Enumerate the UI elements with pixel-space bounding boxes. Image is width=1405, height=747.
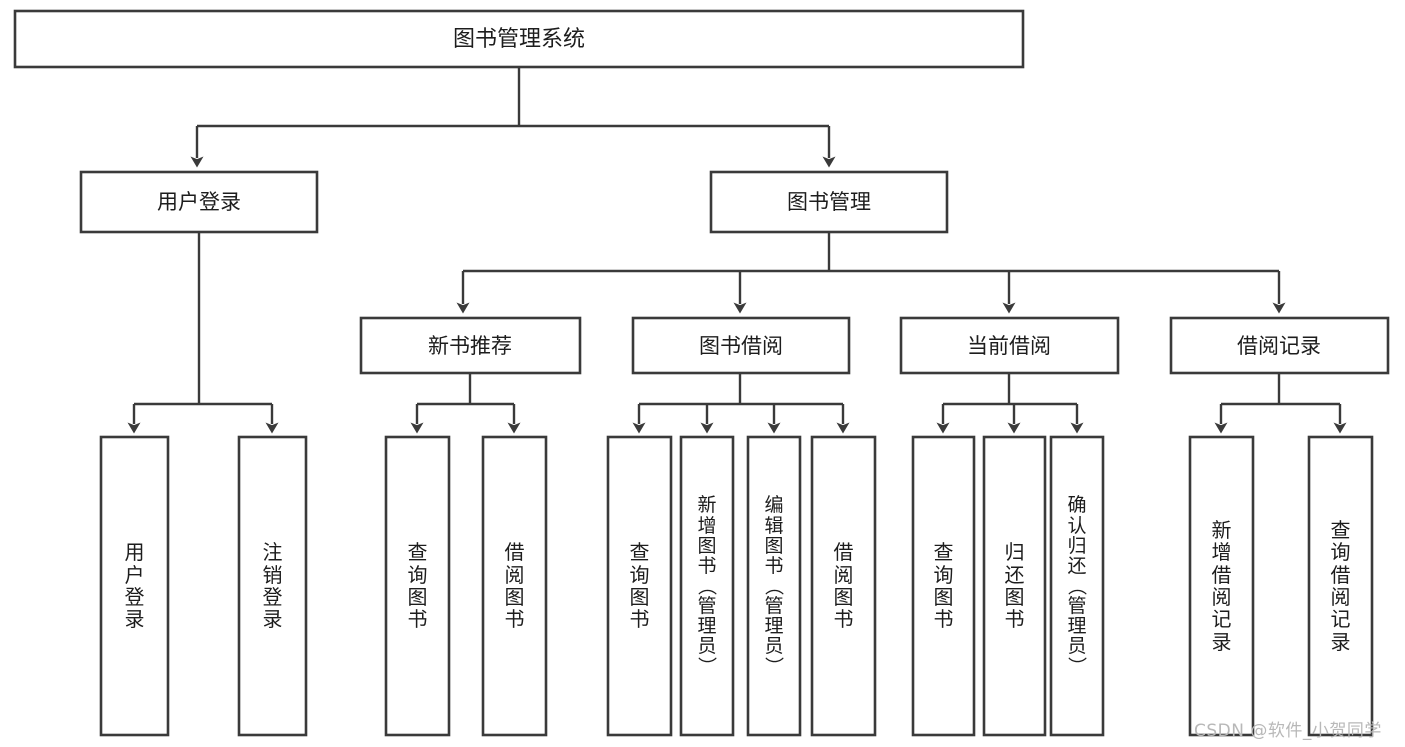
node-borrow-record[interactable]: 借阅记录 <box>1169 316 1390 375</box>
node-new-book-rec-box[interactable] <box>359 316 582 375</box>
node-user-login[interactable]: 用户登录 <box>79 170 319 234</box>
leaf-node-box[interactable] <box>1307 435 1374 737</box>
node-current-borrow-box[interactable] <box>899 316 1120 375</box>
node-root-label: 图书管理系统 <box>453 27 585 52</box>
connector-group-root <box>190 67 836 168</box>
node-root-box[interactable] <box>13 9 1025 69</box>
node-borrow-record-label: 借阅记录 <box>1237 334 1321 358</box>
leaf-node-box[interactable] <box>606 435 673 737</box>
node-new-book-rec[interactable]: 新书推荐 <box>359 316 582 375</box>
node-borrow-record-box[interactable] <box>1169 316 1390 375</box>
node-book-manage-label: 图书管理 <box>787 190 871 214</box>
connector-group-book-manage <box>456 232 1286 314</box>
leaf-node-box[interactable] <box>237 435 308 737</box>
leaf-box-group <box>99 435 1374 737</box>
leaf-node-box[interactable] <box>746 435 802 737</box>
leaf-node-box[interactable] <box>1188 435 1255 737</box>
connector-group-new-book-rec <box>410 373 521 434</box>
node-current-borrow[interactable]: 当前借阅 <box>899 316 1120 375</box>
leaf-node-box[interactable] <box>99 435 170 737</box>
connector-group-book-borrow <box>632 373 850 434</box>
node-book-borrow-label: 图书借阅 <box>699 334 783 358</box>
node-user-login-label: 用户登录 <box>157 190 241 214</box>
node-root[interactable]: 图书管理系统 <box>13 9 1025 69</box>
leaf-node-box[interactable] <box>911 435 976 737</box>
connector-group-current-borrow <box>936 373 1084 434</box>
watermark: CSDN @软件_小贺同学 <box>1194 721 1382 741</box>
node-new-book-rec-label: 新书推荐 <box>428 334 512 358</box>
node-current-borrow-label: 当前借阅 <box>967 334 1051 358</box>
node-book-borrow-box[interactable] <box>631 316 851 375</box>
leaf-node-box[interactable] <box>1049 435 1105 737</box>
leaf-node-box[interactable] <box>810 435 877 737</box>
leaf-node-box[interactable] <box>481 435 548 737</box>
node-book-manage[interactable]: 图书管理 <box>709 170 949 234</box>
node-book-manage-box[interactable] <box>709 170 949 234</box>
node-book-borrow[interactable]: 图书借阅 <box>631 316 851 375</box>
leaf-node-box[interactable] <box>982 435 1047 737</box>
node-user-login-box[interactable] <box>79 170 319 234</box>
leaf-node-box[interactable] <box>384 435 451 737</box>
connector-group-borrow-record <box>1214 373 1347 434</box>
connector-group-user-login <box>127 232 279 434</box>
leaf-node-box[interactable] <box>679 435 735 737</box>
